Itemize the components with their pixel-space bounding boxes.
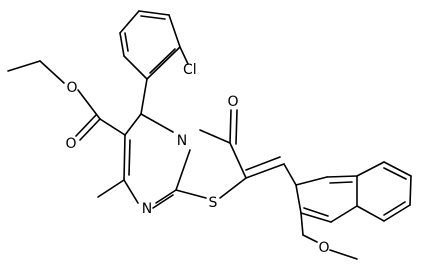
pyrimidine-ring	[97, 113, 191, 209]
bond	[79, 118, 101, 141]
bond	[330, 205, 358, 223]
naphthalene-ring	[295, 161, 412, 260]
bond	[146, 46, 181, 80]
bond	[383, 201, 406, 216]
atom-o-ester-carbonyl: O	[65, 136, 76, 152]
bond	[295, 184, 302, 214]
bond	[138, 10, 170, 16]
bond	[229, 109, 232, 144]
bond	[97, 179, 125, 198]
bond	[149, 48, 176, 74]
bond	[175, 149, 191, 191]
bond	[124, 113, 142, 136]
bond	[356, 161, 385, 177]
bond	[119, 32, 125, 57]
bond	[124, 32, 129, 52]
atom-s-thiazole: S	[209, 195, 218, 211]
bond	[179, 46, 189, 65]
bond	[140, 15, 166, 20]
bond	[300, 212, 332, 223]
bond	[245, 163, 285, 179]
exocyclic-alkene	[245, 156, 297, 186]
bond	[168, 14, 181, 48]
bond	[229, 142, 247, 179]
bond	[219, 177, 247, 199]
atom-o-methoxy: O	[318, 240, 329, 256]
bond	[326, 175, 358, 178]
bond	[99, 118, 126, 136]
atom-o-ketone: O	[227, 94, 238, 110]
ethyl-ester-group	[7, 60, 126, 141]
bond	[140, 78, 148, 115]
bond	[119, 10, 140, 34]
thiazolone-ring	[175, 109, 247, 199]
bond	[77, 89, 101, 120]
chlorophenyl-ring	[119, 10, 189, 115]
bond	[245, 156, 281, 171]
atom-cl: Cl	[183, 62, 197, 78]
bond	[383, 167, 407, 180]
bond	[383, 161, 412, 177]
bond	[409, 175, 412, 206]
atom-o-ester-single: O	[66, 80, 77, 96]
bond	[140, 113, 174, 133]
atom-n-imine: N	[142, 201, 152, 217]
bond	[283, 163, 297, 186]
bond	[329, 249, 358, 260]
bond	[155, 189, 177, 204]
bond	[123, 179, 139, 204]
bond	[75, 114, 97, 137]
bond	[383, 204, 411, 222]
bond	[302, 234, 318, 243]
bond	[152, 194, 174, 209]
atom-labels: O O O N N S Cl O	[65, 62, 329, 256]
bond	[300, 212, 304, 236]
bond	[128, 139, 131, 176]
bond	[295, 176, 328, 186]
atom-n-ring: N	[177, 133, 187, 149]
bond	[235, 109, 238, 145]
bond	[123, 134, 126, 181]
bond	[303, 207, 329, 217]
bond	[123, 55, 148, 80]
bond	[356, 205, 385, 222]
bond	[199, 129, 231, 144]
bond	[7, 60, 41, 72]
bond	[39, 60, 65, 84]
bond	[175, 189, 207, 199]
bond	[329, 181, 353, 184]
